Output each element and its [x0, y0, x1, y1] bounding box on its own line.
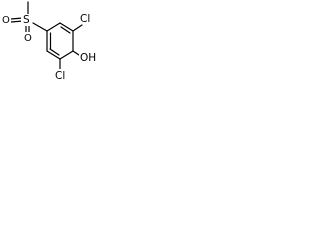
bond-to-sulfonyl: [32, 22, 48, 32]
ring-double-bond-bottom-left: [49, 48, 60, 56]
chemical-structure: Cl OH Cl S O O: [1, 1, 96, 82]
atom-label-o-left: O: [2, 15, 10, 26]
atom-label-oh: OH: [80, 52, 96, 64]
atom-label-s: S: [23, 14, 30, 26]
atom-label-cl-top: Cl: [80, 13, 90, 25]
bond-to-cl-top: [72, 24, 83, 32]
ring-bond-top-left: [46, 22, 61, 32]
ring-bond-bottom-left: [46, 50, 61, 60]
ring-bond-top-right: [59, 22, 74, 32]
atom-label-cl-bottom: Cl: [55, 70, 65, 82]
ring-bond-bottom-right: [59, 50, 74, 60]
atom-label-o-bottom: O: [24, 33, 32, 44]
ring-double-bond-top-right: [60, 26, 71, 34]
